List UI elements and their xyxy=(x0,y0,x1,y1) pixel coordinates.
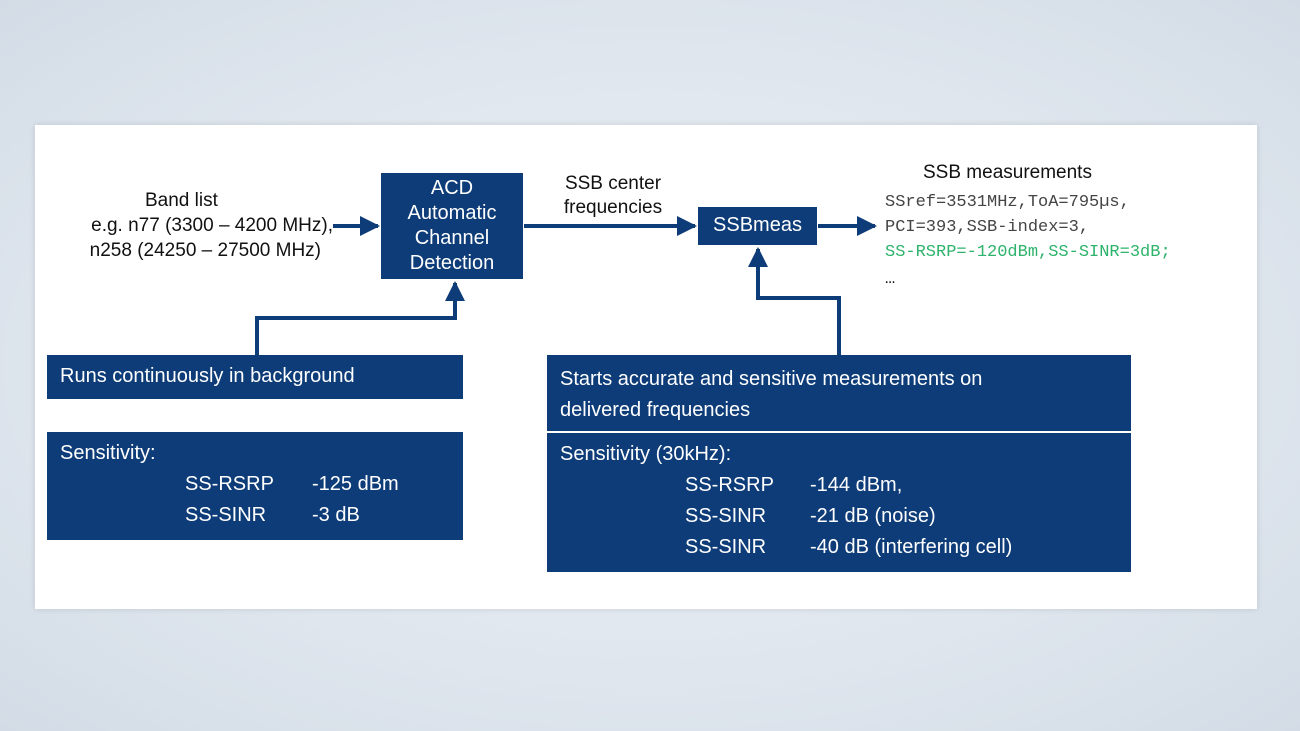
left-sensitivity-title: Sensitivity: xyxy=(60,442,156,464)
acd-line3: Channel xyxy=(414,227,490,249)
right-row3-name: SS-SINR xyxy=(685,536,767,558)
left-row2-value: -3 dB xyxy=(312,504,360,526)
right-row2-value: -21 dB (noise) xyxy=(810,505,936,527)
arrow-label: SSB center frequencies xyxy=(543,172,683,220)
arrow-label-line2: frequencies xyxy=(563,197,663,218)
left-row-rsrp: SS-RSRP -125 dBm xyxy=(60,472,463,503)
ssbmeas-label: SSBmeas xyxy=(713,214,802,236)
arrow-label-line1: SSB center xyxy=(564,173,662,194)
measurements-line4: … xyxy=(885,270,896,289)
right-row-sinr-interf: SS-SINR -40 dB (interfering cell) xyxy=(560,535,1131,566)
left-row1-name: SS-RSRP xyxy=(185,473,274,495)
right-row1-value: -144 dBm, xyxy=(810,474,903,496)
acd-line4: Detection xyxy=(409,252,495,274)
runs-label: Runs continuously in background xyxy=(60,365,355,387)
measurements-line2: PCI=393,SSB-index=3, xyxy=(885,218,1090,237)
right-row2-name: SS-SINR xyxy=(685,505,767,527)
right-row-sinr-noise: SS-SINR -21 dB (noise) xyxy=(560,504,1131,535)
diagram-card: Band list e.g. n77 (3300 – 4200 MHz), n2… xyxy=(35,125,1257,609)
acd-box: ACD Automatic Channel Detection xyxy=(381,173,523,279)
right-row-rsrp: SS-RSRP -144 dBm, xyxy=(560,473,1131,504)
band-list-line2: n258 (24250 – 27500 MHz) xyxy=(89,240,321,261)
ssbmeas-box: SSBmeas xyxy=(698,207,817,245)
measurements-title: SSB measurements xyxy=(923,162,1092,183)
connector-lines xyxy=(255,216,877,355)
band-list-line1: e.g. n77 (3300 – 4200 MHz), xyxy=(91,215,333,236)
runs-box: Runs continuously in background xyxy=(47,355,463,399)
starts-box: Starts accurate and sensitive measuremen… xyxy=(547,355,1131,431)
measurements-line3: SS-RSRP=-120dBm,SS-SINR=3dB; xyxy=(885,243,1171,262)
starts-line1: Starts accurate and sensitive measuremen… xyxy=(560,368,983,390)
right-sensitivity-title: Sensitivity (30kHz): xyxy=(560,443,732,465)
measurements-line1: SSref=3531MHz,ToA=795µs, xyxy=(885,193,1130,212)
right-row3-value: -40 dB (interfering cell) xyxy=(810,536,1013,558)
left-row-sinr: SS-SINR -3 dB xyxy=(60,503,463,534)
acd-line2: Automatic xyxy=(407,202,497,224)
left-sensitivity-box: Sensitivity: SS-RSRP -125 dBm SS-SINR -3… xyxy=(47,432,463,540)
right-sensitivity-box: Sensitivity (30kHz): SS-RSRP -144 dBm, S… xyxy=(547,433,1131,572)
arrow-starts-to-ssbmeas xyxy=(748,247,841,355)
left-row2-name: SS-SINR xyxy=(185,504,267,526)
right-row1-name: SS-RSRP xyxy=(685,474,774,496)
starts-line2: delivered frequencies xyxy=(560,399,751,421)
acd-line1: ACD xyxy=(430,177,474,199)
left-row1-value: -125 dBm xyxy=(312,473,399,495)
arrow-runs-to-acd xyxy=(255,281,465,355)
band-list-title: Band list xyxy=(145,190,218,211)
